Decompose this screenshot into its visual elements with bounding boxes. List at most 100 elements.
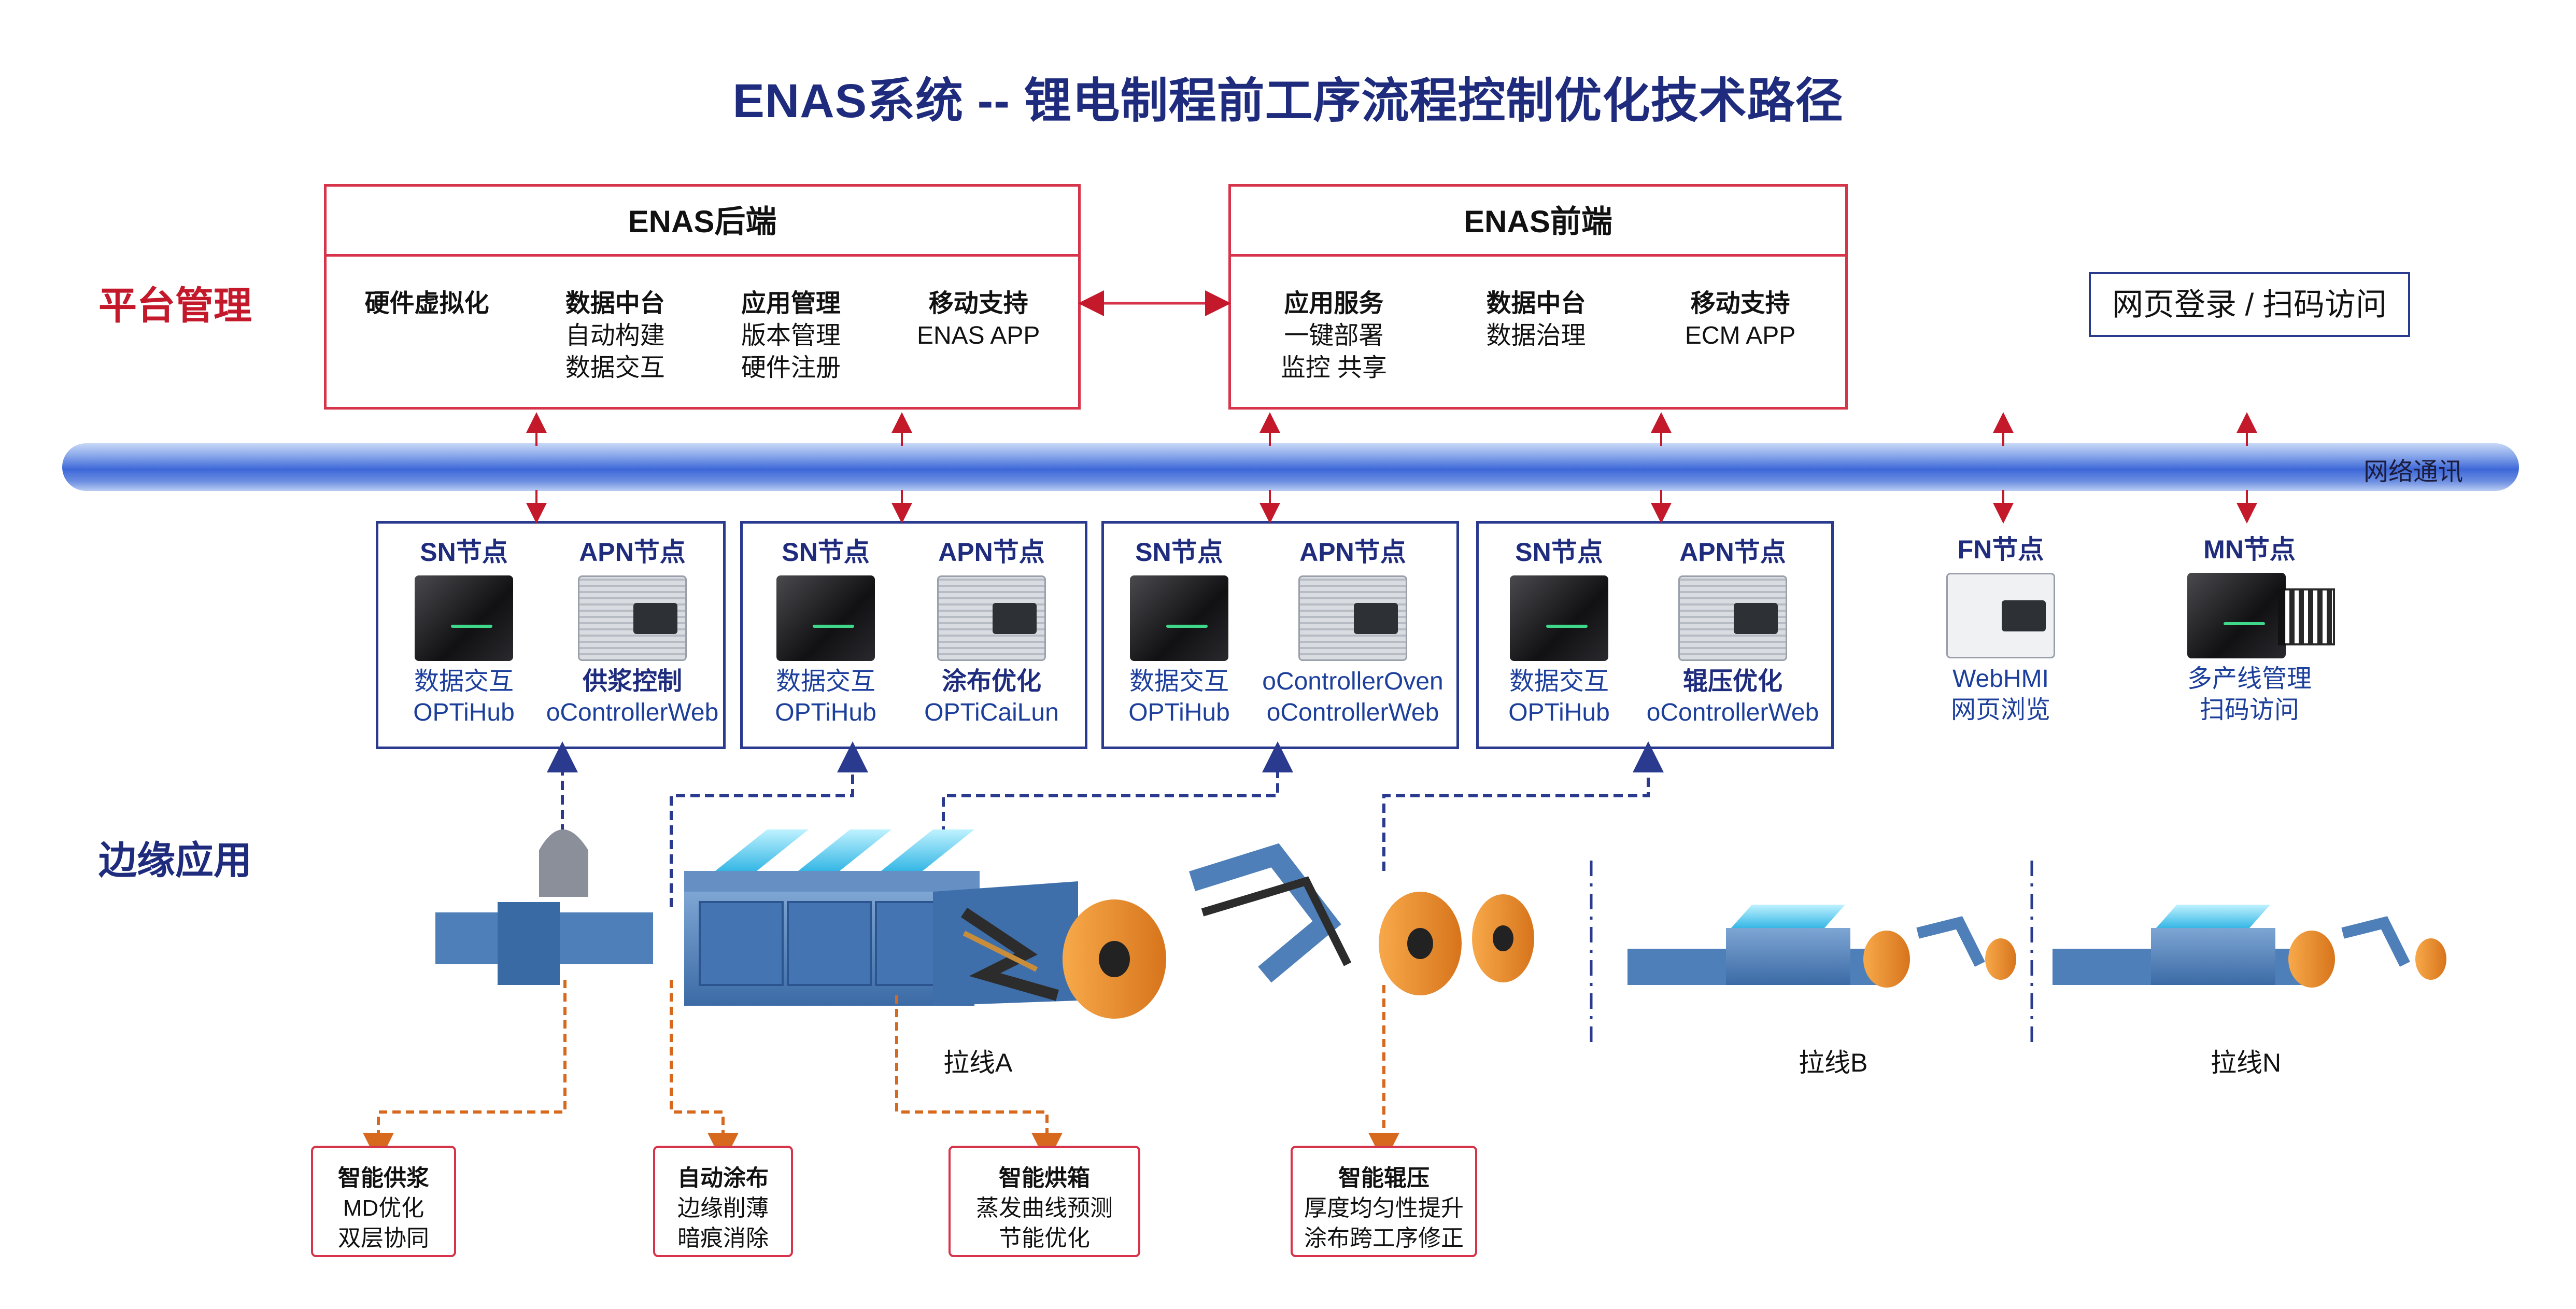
node-line: oControllerOven (1262, 668, 1443, 695)
app-title: 自动涂布 (677, 1165, 769, 1191)
node-line: WebHMI (1952, 665, 2049, 693)
line-b-label: 拉线B (1799, 1048, 1868, 1077)
enas-frontend-box: ENAS前端 应用服务一键部署监控 共享 数据中台数据治理 移动支持 ECM AP… (1228, 184, 1848, 410)
node-line: oControllerWeb (546, 699, 719, 726)
app-links (363, 980, 1399, 1164)
apn-node: APN节点 oControllerOven oControllerWeb (1249, 534, 1456, 728)
node-title: SN节点 (1515, 538, 1603, 567)
app-smart-rolling: 智能辊压 厚度均匀性提升 涂布跨工序修正 (1291, 1146, 1477, 1257)
apn-node: APN节点 辊压优化 oControllerWeb (1634, 534, 1831, 728)
backend-col-line: 自动构建 (565, 322, 665, 349)
app-title: 智能烘箱 (999, 1165, 1090, 1191)
node-title: APN节点 (1299, 538, 1406, 567)
node-title: SN节点 (420, 538, 508, 567)
app-line: 节能优化 (999, 1226, 1090, 1251)
sn-node: SN节点 数据交互 OPTiHub (748, 534, 903, 728)
node-title: FN节点 (1957, 535, 2044, 564)
frontend-col-title: 移动支持 (1690, 290, 1790, 317)
qr-code-icon (2278, 588, 2335, 645)
node-line: 辊压优化 (1682, 668, 1782, 695)
backend-col-line: ENAS APP (916, 322, 1040, 349)
app-line: 蒸发曲线预测 (976, 1195, 1113, 1221)
frontend-col-mobile: 移动支持 ECM APP (1685, 288, 1795, 384)
app-line: 双层协同 (338, 1226, 429, 1251)
production-line-b-machine (1627, 905, 2016, 988)
backend-col-hw: 硬件虚拟化 (365, 288, 489, 384)
apn-node: APN节点 供浆控制 oControllerWeb (539, 534, 726, 728)
app-title: 智能辊压 (1338, 1165, 1429, 1191)
page-title: ENAS系统 -- 锂电制程前工序流程控制优化技术路径 (732, 75, 1844, 128)
network-pipe (62, 443, 2519, 491)
network-label: 网络通讯 (2363, 458, 2464, 486)
frontend-col-line: 一键部署 (1284, 322, 1384, 349)
sn-device-icon (776, 575, 875, 661)
pipe-node-arrows (526, 490, 2257, 524)
node-title: APN节点 (579, 538, 686, 567)
section-edge-label: 边缘应用 (98, 839, 252, 882)
node-line: 供浆控制 (582, 668, 682, 695)
app-line: 涂布跨工序修正 (1304, 1226, 1464, 1251)
node-line: 涂布优化 (941, 668, 1041, 695)
backend-col-line: 版本管理 (741, 322, 841, 349)
apn-device-icon (1298, 575, 1407, 661)
sn-device-icon (415, 575, 513, 661)
frontend-header: ENAS前端 (1231, 187, 1845, 257)
frontend-col-line: 监控 共享 (1280, 354, 1388, 382)
backend-col-line: 硬件注册 (741, 354, 841, 382)
backend-col-line: 数据交互 (565, 354, 665, 382)
app-line: 暗痕消除 (677, 1226, 769, 1251)
sn-node: SN节点 数据交互 OPTiHub (1107, 534, 1252, 728)
apn-device-icon (1678, 575, 1787, 661)
sn-node: SN节点 数据交互 OPTiHub (384, 534, 544, 728)
backend-col-title: 硬件虚拟化 (364, 290, 489, 317)
node-group-1: SN节点 数据交互 OPTiHub APN节点 供浆控制 oController… (376, 521, 726, 749)
backend-col-data: 数据中台自动构建数据交互 (565, 288, 665, 384)
backend-col-title: 应用管理 (741, 290, 841, 317)
backend-col-mobile: 移动支持 ENAS APP (917, 288, 1040, 384)
fn-node: FN节点 WebHMI 网页浏览 (1907, 531, 2094, 726)
apn-node: APN节点 涂布优化 OPTiCaiLun (898, 534, 1085, 728)
backend-col-title: 移动支持 (928, 290, 1028, 317)
node-group-3: SN节点 数据交互 OPTiHub APN节点 oControllerOven … (1101, 521, 1459, 749)
frontend-col-line: ECM APP (1685, 322, 1796, 349)
node-line: oControllerWeb (1646, 699, 1819, 726)
node-group-2: SN节点 数据交互 OPTiHub APN节点 涂布优化 OPTiCaiLun (740, 521, 1087, 749)
node-title: APN节点 (938, 538, 1045, 567)
sn-device-icon (1130, 575, 1228, 661)
node-line: 数据交互 (414, 668, 514, 695)
backend-col-app: 应用管理版本管理硬件注册 (741, 288, 841, 384)
node-title: MN节点 (2203, 535, 2296, 564)
node-title: SN节点 (1135, 538, 1223, 567)
fn-device-icon (1946, 573, 2055, 658)
node-title: SN节点 (782, 538, 870, 567)
node-line: oControllerWeb (1266, 699, 1439, 726)
frontend-col-data: 数据中台数据治理 (1486, 288, 1586, 384)
platform-pipe-arrows (526, 412, 2257, 446)
line-n-label: 拉线N (2211, 1048, 2282, 1077)
node-line: 数据交互 (1509, 668, 1609, 695)
apn-device-icon (937, 575, 1046, 661)
web-access-box: 网页登录 / 扫码访问 (2089, 272, 2410, 337)
apn-device-icon (578, 575, 687, 661)
frontend-col-title: 应用服务 (1284, 290, 1384, 317)
node-line: OPTiHub (1508, 699, 1610, 726)
node-title: APN节点 (1679, 538, 1786, 567)
backend-header: ENAS后端 (327, 187, 1078, 257)
node-line: 扫码访问 (2199, 696, 2299, 724)
app-smart-oven: 智能烘箱 蒸发曲线预测 节能优化 (949, 1146, 1140, 1257)
node-group-4: SN节点 数据交互 OPTiHub APN节点 辊压优化 oController… (1476, 521, 1834, 749)
line-a-label: 拉线A (943, 1048, 1013, 1077)
node-line: OPTiHub (1128, 699, 1230, 726)
frontend-col-title: 数据中台 (1486, 290, 1586, 317)
frontend-col-service: 应用服务一键部署监控 共享 (1281, 288, 1387, 384)
node-line: 网页浏览 (1950, 696, 2050, 724)
node-line: OPTiCaiLun (924, 699, 1059, 726)
node-line: OPTiHub (775, 699, 876, 726)
node-line: 多产线管理 (2187, 665, 2312, 693)
node-line: 数据交互 (775, 668, 875, 695)
production-line-n-machine (2053, 905, 2446, 988)
mn-device-icon (2187, 573, 2286, 658)
sn-node: SN节点 数据交互 OPTiHub (1484, 534, 1634, 728)
app-smart-slurry: 智能供浆 MD优化 双层协同 (311, 1146, 456, 1257)
